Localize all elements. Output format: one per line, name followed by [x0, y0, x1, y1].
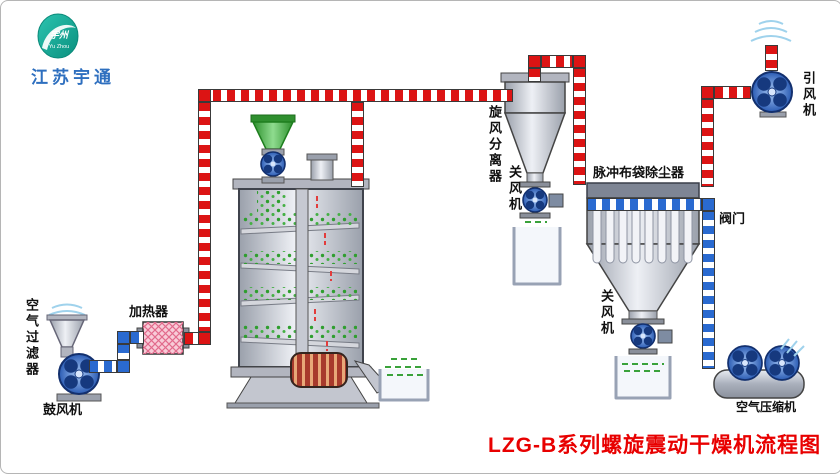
pipe-hot-cyclone-to-bag — [541, 55, 573, 68]
logo-text: 宇州 — [50, 30, 70, 40]
filter-bags — [592, 204, 693, 264]
pipe-cold-blower-out — [89, 360, 117, 373]
rotary-airlock-icon — [522, 187, 548, 213]
pipe-cold-riser — [117, 344, 130, 360]
air-spray-icon — [780, 338, 805, 357]
pipe-elbow — [701, 86, 714, 99]
pipe-elbow — [528, 55, 541, 68]
rotary-airlock-icon — [630, 323, 656, 349]
feed-hopper — [250, 114, 296, 184]
fan-icon — [751, 71, 793, 113]
label-cyclone-airlock: 关风机 — [506, 165, 522, 213]
airlock-motor — [657, 329, 673, 344]
pipe-elbow — [702, 198, 715, 211]
compressor-head-icon — [764, 345, 800, 381]
pipe-pulse-air — [587, 198, 702, 211]
company-name: 江苏宇通 — [31, 68, 115, 87]
material-flow — [385, 358, 423, 376]
collection-bin — [512, 227, 562, 286]
air-intake-icon — [48, 310, 86, 316]
pipe-cold-heater-in — [130, 331, 144, 344]
company-logo: 宇州 Yu Zhou — [37, 13, 79, 59]
label-valve: 阀门 — [719, 211, 746, 226]
pipe-hot-fan-exhaust — [765, 45, 778, 71]
logo-swoosh-icon — [42, 24, 76, 50]
logo-subtext: Yu Zhou — [49, 44, 70, 50]
pipe-hot-top-main — [198, 89, 513, 102]
dryer-top-stub — [306, 153, 338, 181]
label-bag-filter: 脉冲布袋除尘器 — [593, 165, 685, 180]
pipe-hot-cyclone-exhaust — [528, 68, 541, 82]
rotary-feeder-icon — [260, 151, 286, 177]
pipe-hot-fan-inlet — [714, 86, 751, 99]
pipe-compressor-riser — [702, 211, 715, 369]
blower-fan — [56, 353, 102, 402]
material-granules — [257, 191, 287, 217]
air-intake-icon — [51, 303, 83, 309]
pipe-hot-bag-outlet — [701, 99, 714, 187]
pipe-elbow — [573, 55, 586, 68]
heater — [136, 321, 190, 355]
collection-bin — [614, 356, 672, 400]
heat-marks — [306, 196, 332, 351]
pipe-elbow — [117, 360, 130, 373]
pipe-elbow — [198, 89, 211, 102]
compressor-head-icon — [727, 345, 763, 381]
label-induced-fan: 引风机 — [800, 71, 816, 119]
airlock-motor — [548, 193, 564, 208]
vibration-motor — [290, 352, 348, 388]
air-compressor — [713, 338, 805, 399]
label-air-compressor: 空气压缩机 — [736, 400, 797, 414]
label-blower: 鼓风机 — [43, 402, 83, 417]
pipe-hot-dryer-inlet — [351, 102, 364, 187]
exhaust-air-icon — [750, 20, 792, 42]
pipe-elbow — [198, 332, 211, 345]
diagram-title: LZG-B系列螺旋震动干燥机流程图 — [488, 434, 822, 457]
pipe-hot-left-riser — [198, 102, 211, 332]
air-filter — [46, 303, 88, 358]
induced-draft-fan — [750, 20, 793, 118]
label-cyclone: 旋风分离器 — [486, 105, 502, 185]
cyclone-separator — [500, 72, 570, 286]
spiral-dryer — [226, 178, 390, 409]
pipe-hot-bag-inlet — [573, 68, 586, 185]
label-air-filter: 空气过滤器 — [23, 298, 39, 378]
discharge-bin — [378, 358, 430, 402]
label-heater: 加热器 — [129, 304, 169, 319]
pipe-elbow — [117, 331, 130, 344]
label-bag-airlock: 关风机 — [598, 289, 614, 337]
